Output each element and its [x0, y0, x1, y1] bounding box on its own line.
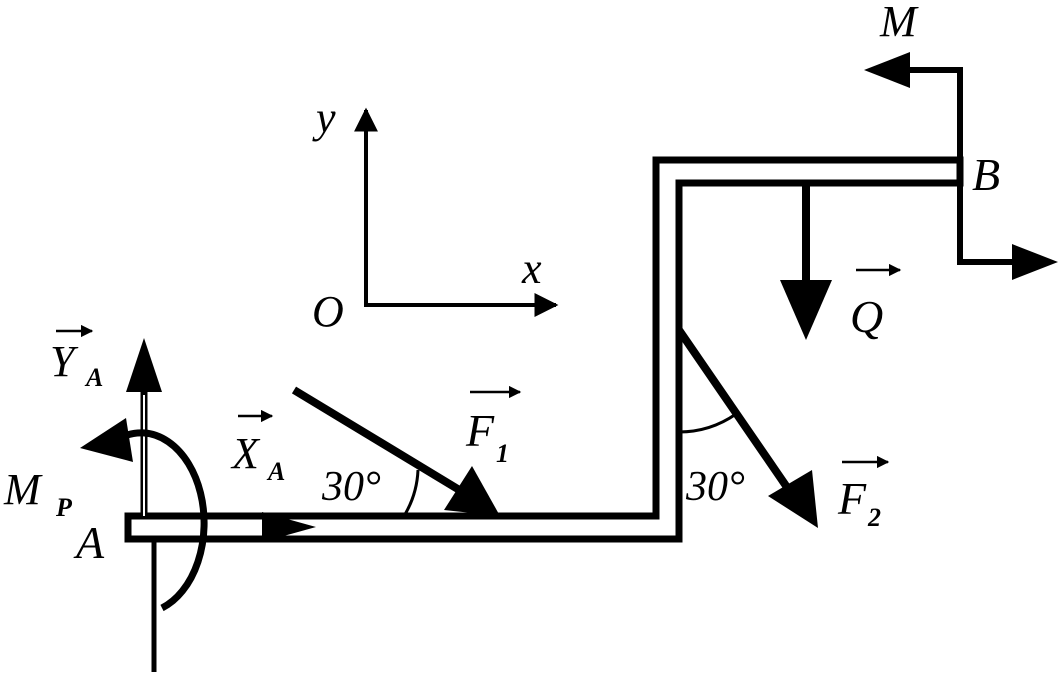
label-ya: Y A	[50, 324, 103, 392]
force-q-arrowhead	[780, 280, 832, 340]
moment-mp-arrowhead	[80, 418, 133, 462]
label-f2-main: F	[837, 473, 867, 524]
label-f1: F 1	[465, 385, 522, 468]
frame-outline	[124, 156, 964, 543]
force-xa-arrowhead	[262, 512, 316, 542]
force-b-arrowhead	[1012, 244, 1058, 280]
force-q	[780, 183, 832, 340]
force-f1	[291, 386, 500, 517]
label-ya-sub: A	[84, 363, 103, 392]
label-xa-main: X	[230, 429, 261, 478]
angle-f2-label: 30°	[685, 464, 745, 510]
force-ya	[126, 338, 162, 516]
force-f2-arrowhead	[768, 470, 818, 528]
label-f1-main: F	[465, 405, 495, 456]
label-f2-sub: 2	[867, 503, 881, 532]
point-b-loads	[864, 52, 1058, 280]
force-b-line	[957, 183, 1018, 265]
force-f1-line	[291, 386, 469, 498]
label-xa: X A	[230, 409, 285, 486]
force-f1-arrowhead	[444, 466, 500, 516]
moment-mp	[80, 418, 208, 612]
frame-structure	[124, 156, 964, 543]
force-f2-line	[675, 327, 797, 499]
label-ya-main: Y	[50, 337, 79, 386]
label-xa-sub: A	[266, 457, 285, 486]
label-m: M	[879, 0, 919, 46]
label-mp-sub: P	[55, 493, 73, 522]
angle-f2-arc	[678, 412, 737, 434]
point-a-label: A	[73, 517, 105, 568]
moment-m-arrowhead	[864, 52, 910, 88]
angle-f1-label: 30°	[321, 464, 381, 510]
y-axis-label: y	[312, 93, 336, 142]
force-ya-arrowhead	[126, 338, 162, 392]
origin-label: O	[312, 287, 344, 336]
label-mp-main: M	[3, 465, 43, 514]
label-q-main: Q	[850, 291, 883, 342]
moment-m-line	[900, 67, 963, 160]
label-f1-sub: 1	[496, 439, 509, 468]
label-q: Q	[850, 263, 902, 342]
coordinate-axes: y x O	[312, 93, 559, 336]
point-b-label: B	[972, 149, 1000, 200]
x-axis-label: x	[521, 244, 542, 293]
label-mp: M P	[3, 465, 73, 522]
angle-f1-arc	[402, 469, 420, 517]
moment-mp-arc	[118, 429, 208, 612]
force-f2	[675, 327, 818, 528]
label-f2: F 2	[837, 455, 890, 532]
